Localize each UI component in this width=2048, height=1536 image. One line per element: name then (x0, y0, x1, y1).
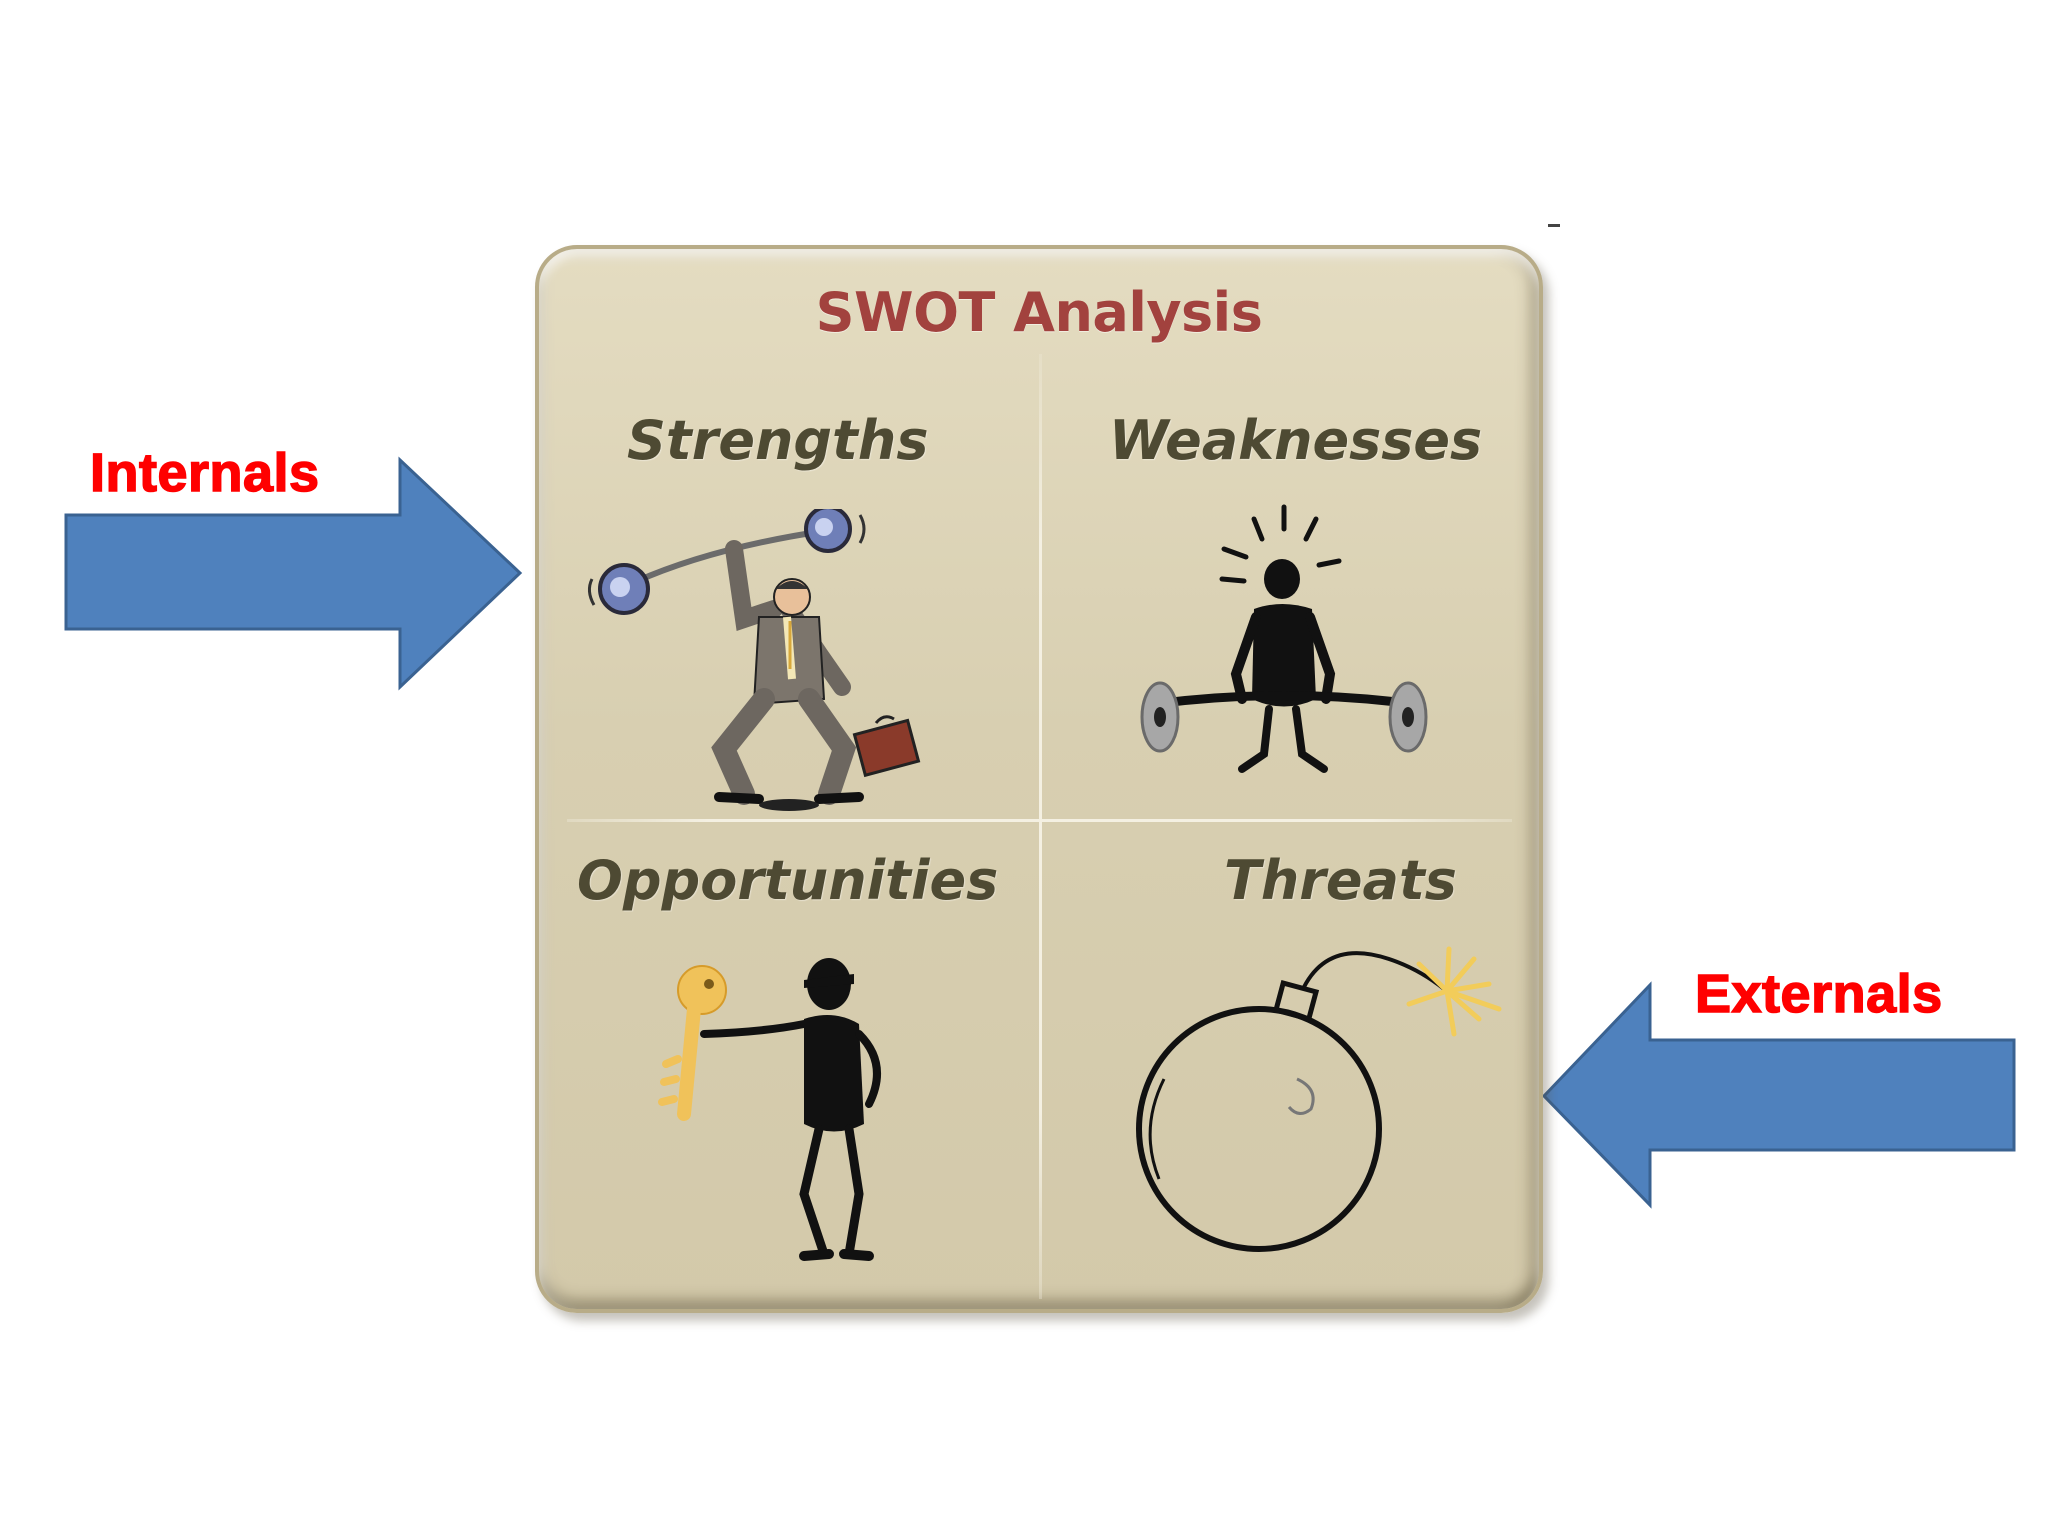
internals-label: Internals (89, 442, 320, 504)
externals-label: Externals (1694, 963, 1943, 1025)
swot-panel: SWOT Analysis Strengths Weaknesses Oppor… (535, 245, 1543, 1313)
stray-mark (1548, 224, 1560, 227)
weightlifting-businessman-icon (587, 509, 921, 811)
struggling-weightlifter-icon (1140, 504, 1428, 773)
bomb-icon (1136, 946, 1502, 1252)
horizontal-divider (567, 819, 1512, 822)
opportunities-label: Opportunities (577, 849, 999, 912)
strengths-label: Strengths (627, 409, 929, 472)
vertical-divider (1039, 354, 1042, 1299)
externals-arrow-icon (1541, 981, 2016, 1209)
internals-arrow-icon (64, 456, 523, 691)
figure-holding-key-icon (658, 958, 881, 1261)
weaknesses-label: Weaknesses (1109, 409, 1483, 472)
swot-title: SWOT Analysis (815, 281, 1263, 344)
threats-label: Threats (1224, 849, 1457, 912)
